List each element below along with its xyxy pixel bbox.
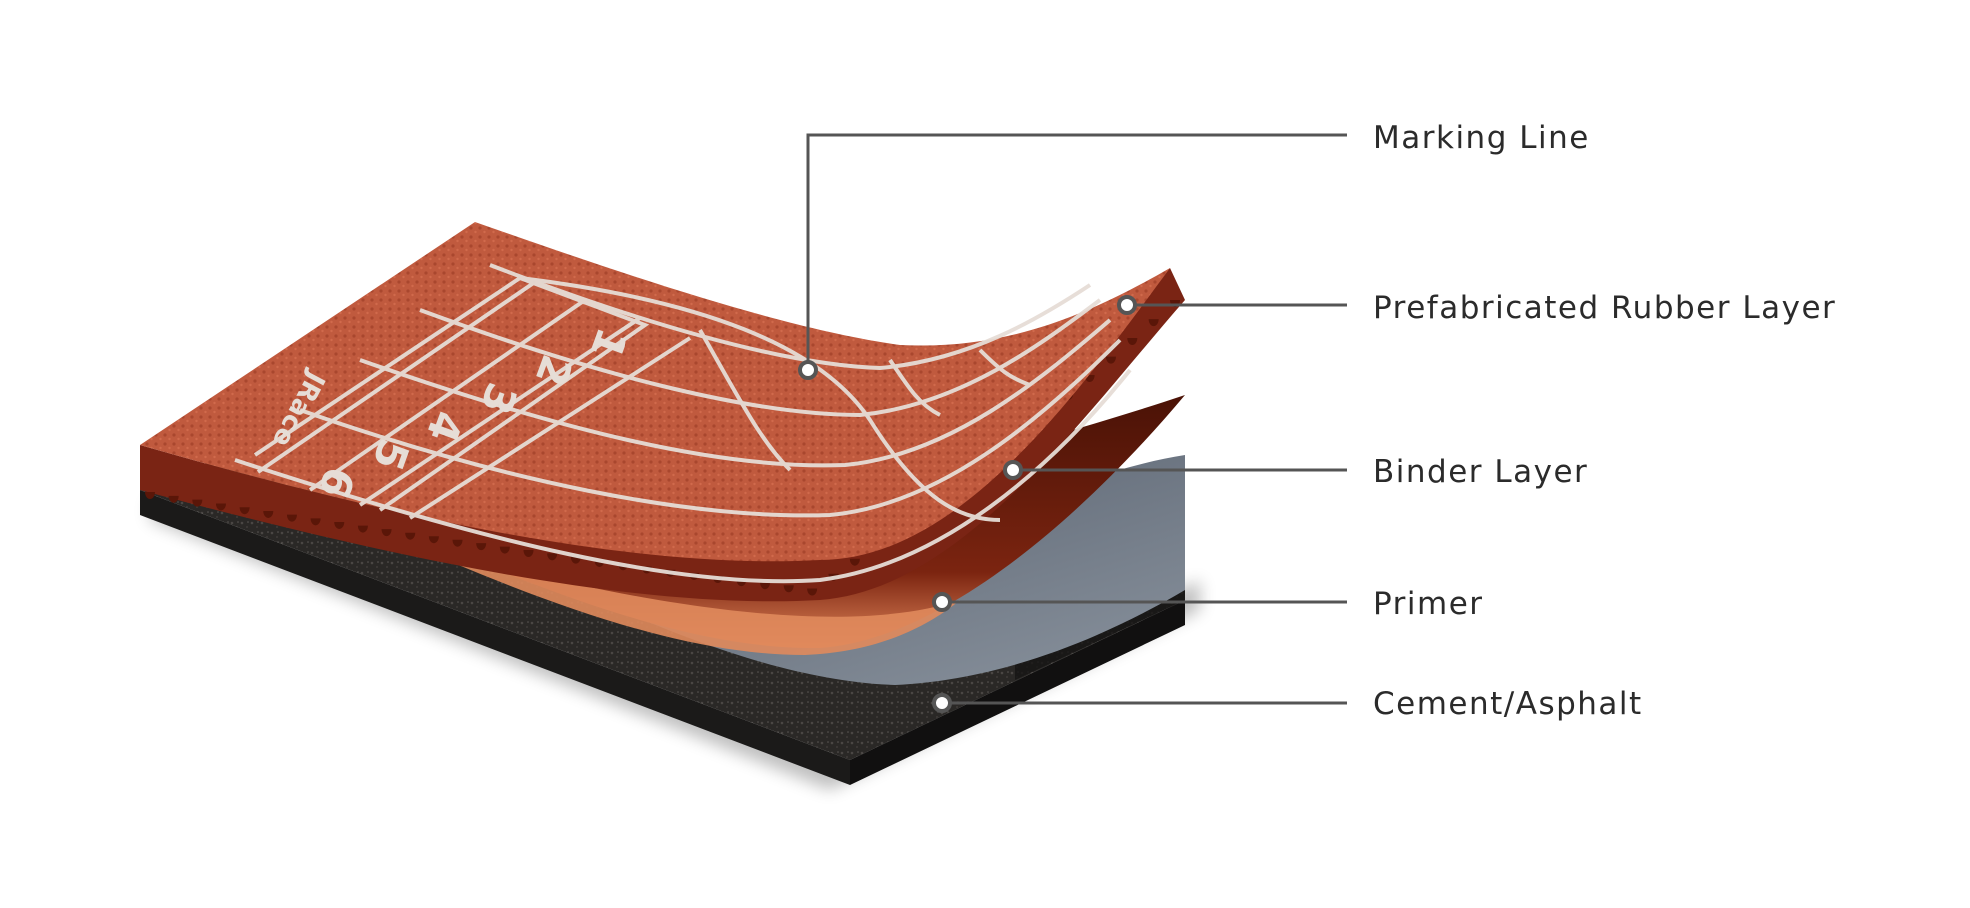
callout-dot-marking-line bbox=[798, 360, 818, 380]
primer-sheet bbox=[430, 455, 1185, 685]
label-marking-line: Marking Line bbox=[1373, 120, 1590, 156]
label-primer: Primer bbox=[1373, 586, 1484, 622]
callout-dot-rubber-layer bbox=[1117, 295, 1137, 315]
rubber-layer-edge bbox=[140, 268, 1185, 602]
layer-labels: Marking Line Prefabricated Rubber Layer … bbox=[1373, 120, 1836, 722]
label-cement-asphalt: Cement/Asphalt bbox=[1373, 686, 1643, 722]
label-rubber-layer: Prefabricated Rubber Layer bbox=[1373, 290, 1836, 326]
callout-dots bbox=[798, 295, 1137, 713]
leader-lines bbox=[806, 133, 1347, 705]
callout-dot-binder-layer bbox=[1003, 460, 1023, 480]
leader-marking-line bbox=[806, 133, 1347, 370]
lane-numbers: 1 2 3 4 5 6 bbox=[309, 322, 637, 505]
callout-dot-cement-asphalt bbox=[932, 693, 952, 713]
callout-dot-primer bbox=[932, 592, 952, 612]
marking-lines bbox=[234, 263, 1132, 584]
label-binder-layer: Binder Layer bbox=[1373, 454, 1588, 490]
